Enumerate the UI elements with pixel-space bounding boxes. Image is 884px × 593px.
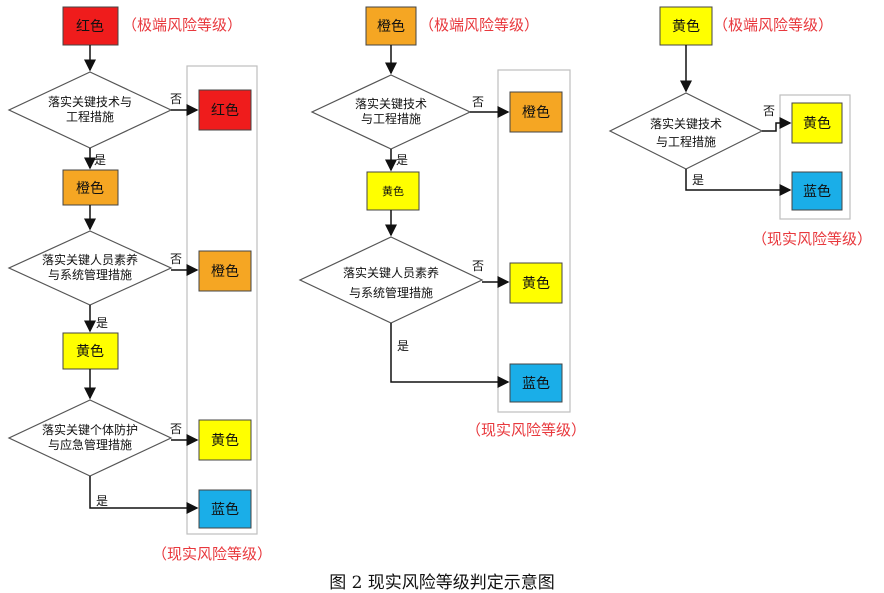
result-yellow-box: [791, 102, 843, 144]
result-frame: [186, 65, 258, 535]
result-blue-label: 蓝色: [803, 183, 831, 200]
mid-yellow-label: 黄色: [382, 184, 404, 198]
decision-people-line2: 与系统管理措施: [48, 267, 132, 282]
yes-label: 是: [94, 153, 106, 167]
result-red-box: [198, 89, 252, 131]
start-red-label: 红色: [76, 18, 104, 35]
result-yellow-label: 黄色: [522, 275, 550, 292]
real-risk-label: （现实风险等级）: [752, 230, 872, 248]
extreme-risk-label: （极端风险等级）: [122, 16, 242, 34]
real-risk-label: （现实风险等级）: [466, 421, 586, 439]
start-yellow-box: [659, 6, 713, 46]
result-frame: [497, 69, 571, 413]
no-label: 否: [472, 259, 484, 273]
figure-caption: 图 2 现实风险等级判定示意图: [329, 573, 555, 593]
no-label: 否: [170, 422, 182, 436]
result-orange-label: 橙色: [211, 263, 239, 280]
result-orange-label: 橙色: [522, 104, 550, 121]
result-blue-box: [198, 489, 252, 529]
start-yellow-label: 黄色: [672, 18, 700, 35]
decision-people-line1: 落实关键人员素养: [42, 252, 138, 267]
result-blue-label: 蓝色: [522, 375, 550, 392]
result-orange-box: [198, 250, 252, 292]
mid-yellow-box: [62, 332, 119, 370]
start-red-box: [62, 6, 119, 46]
real-risk-label: （现实风险等级）: [152, 545, 272, 563]
extreme-risk-label: （极端风险等级）: [713, 16, 833, 34]
decision-eng-line2: 与工程措施: [656, 134, 716, 149]
decision-individual-line2: 与应急管理措施: [48, 437, 132, 452]
result-frame: [779, 94, 851, 220]
yes-label: 是: [397, 339, 409, 353]
no-label: 否: [763, 104, 775, 118]
yes-label: 是: [692, 173, 704, 187]
no-label: 否: [170, 252, 182, 266]
result-blue-label: 蓝色: [211, 501, 239, 518]
mid-orange-box: [62, 169, 119, 206]
decision-eng-line1: 落实关键技术: [355, 96, 427, 111]
decision-people: [298, 236, 484, 324]
result-yellow-box: [509, 262, 563, 304]
result-orange-box: [509, 91, 563, 133]
no-label: 否: [472, 95, 484, 109]
yes-label: 是: [396, 153, 408, 167]
result-yellow-label: 黄色: [211, 432, 239, 449]
decision-people-line1: 落实关键人员素养: [343, 265, 439, 280]
decision-people-line2: 与系统管理措施: [349, 285, 433, 300]
result-yellow-box: [198, 419, 252, 461]
mid-orange-label: 橙色: [76, 180, 104, 197]
decision-eng-line2: 与工程措施: [361, 111, 421, 126]
extreme-risk-label: （极端风险等级）: [419, 16, 539, 34]
mid-yellow-label: 黄色: [76, 343, 104, 360]
column-orange: 橙色 （极端风险等级） 落实关键技术 与工程措施 否 橙色 是 黄色 落实关键人…: [298, 6, 586, 439]
decision-individual-line1: 落实关键个体防护: [42, 422, 138, 437]
yes-label: 是: [96, 494, 108, 508]
mid-yellow-box: [366, 171, 420, 211]
decision-eng-line1: 落实关键技术: [650, 116, 722, 131]
result-red-label: 红色: [211, 102, 239, 119]
decision-eng: [608, 92, 764, 170]
result-yellow-label: 黄色: [803, 115, 831, 132]
start-orange-label: 橙色: [377, 18, 405, 35]
column-yellow: 黄色 （极端风险等级） 落实关键技术 与工程措施 否 黄色 是 蓝色 （现实风险…: [608, 6, 872, 248]
column-red: 红色 （极端风险等级） 落实关键技术与 工程措施 否 红色 是 橙色 落实关键人…: [7, 6, 272, 563]
no-label: 否: [170, 92, 182, 106]
yes-label: 是: [96, 316, 108, 330]
result-blue-box: [509, 363, 563, 403]
decision-eng-line1: 落实关键技术与: [48, 94, 132, 109]
start-orange-box: [365, 6, 417, 46]
result-blue-box: [791, 171, 843, 211]
decision-eng-line2: 工程措施: [66, 109, 114, 124]
